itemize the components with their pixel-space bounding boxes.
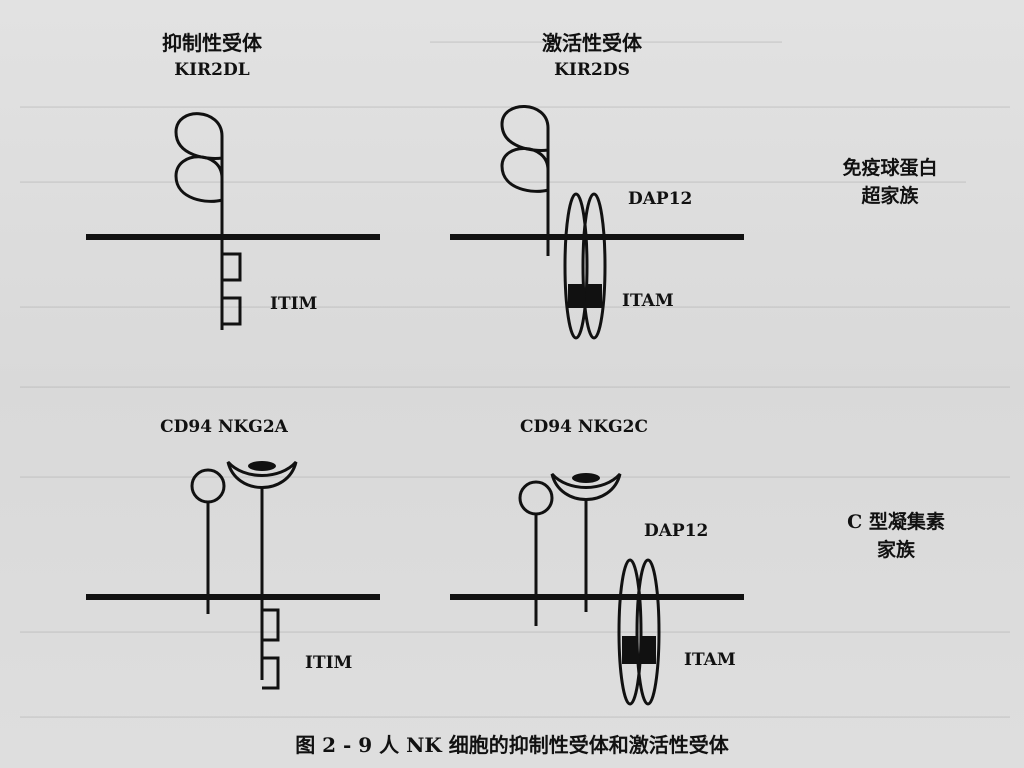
dap12-chain-2 [581,192,607,340]
svg-text:＿＿＿＿＿＿＿＿＿＿＿＿＿＿＿＿＿＿＿＿＿＿＿＿＿＿＿＿＿＿: ＿＿＿＿＿＿＿＿＿＿＿＿＿＿＿＿＿＿＿＿＿＿＿＿＿＿＿＿＿＿＿＿＿＿＿＿＿＿＿＿… [20,611,1010,636]
figure-caption: 图 2 - 9 人 NK 细胞的抑制性受体和激活性受体 [295,733,730,757]
kir2ds-receptor [450,105,744,340]
ig-domain-upper [500,105,550,154]
svg-text:＿＿＿＿＿＿＿＿＿＿＿＿＿＿＿＿＿＿＿＿＿＿＿＿＿＿＿＿＿＿: ＿＿＿＿＿＿＿＿＿＿＿＿＿＿＿＿＿＿＿＿＿＿＿＿＿＿＿＿＿＿＿＿＿＿＿＿＿＿＿＿… [20,696,1010,721]
ig-domain-lower [174,155,224,204]
ctype-family-line1: C 型凝集素 [847,510,945,533]
dap12-chain-1 [617,558,643,706]
itam-box-1 [568,284,584,308]
kir2dl-title: 抑制性受体 [162,31,263,55]
membrane-bottom-left [86,594,380,600]
itam-box-1 [622,636,638,664]
nkg2c-itam-label: ITAM [684,650,736,670]
ig-family-line2: 超家族 [860,184,919,207]
itim-motif-1 [222,252,242,282]
ig-domain-upper [174,112,224,162]
itim-motif-1 [262,608,280,642]
ig-domain-lower [500,147,550,196]
svg-text:＿＿＿＿＿＿＿＿＿＿＿＿＿＿＿＿＿＿＿＿＿＿＿＿＿＿＿＿＿＿: ＿＿＿＿＿＿＿＿＿＿＿＿＿＿＿＿＿＿＿＿＿＿＿＿＿＿＿＿＿＿＿＿＿＿＿＿＿＿＿＿… [20,161,966,186]
dap12-chain-1 [563,192,589,340]
dap12-chain-2 [635,558,661,706]
membrane-bottom-right [450,594,744,600]
nkg2a-lectin-cup [226,460,298,489]
itam-box-2 [640,636,656,664]
nkg2a-name: CD94 NKG2A [160,417,289,437]
svg-text:＿＿＿＿＿＿＿＿＿＿＿＿＿＿＿＿: ＿＿＿＿＿＿＿＿＿＿＿＿＿＿＿＿ [430,21,782,46]
nkg2c-name: CD94 NKG2C [520,417,648,437]
membrane-top-left [86,234,380,240]
itam-box-2 [586,284,602,308]
ctype-family-line2: 家族 [877,538,916,561]
kir2dl-receptor [86,112,380,330]
svg-text:＿＿＿＿＿＿＿＿＿＿＿＿＿＿＿＿＿＿＿＿＿＿＿＿＿＿＿＿＿＿: ＿＿＿＿＿＿＿＿＿＿＿＿＿＿＿＿＿＿＿＿＿＿＿＿＿＿＿＿＿＿＿＿＿＿＿＿＿＿＿＿… [20,286,1010,311]
itim-motif-2 [222,296,242,326]
kir2ds-dap12-label: DAP12 [628,189,692,209]
ligand-site [572,473,600,483]
svg-text:＿＿＿＿＿＿＿＿＿＿＿＿＿＿＿＿＿＿＿＿＿＿＿＿＿＿＿＿＿＿: ＿＿＿＿＿＿＿＿＿＿＿＿＿＿＿＿＿＿＿＿＿＿＿＿＿＿＿＿＿＿＿＿＿＿＿＿＿＿＿＿… [20,456,1010,481]
cd94-head [518,480,554,516]
membrane-top-right [450,234,744,240]
kir2dl-name: KIR2DL [174,60,249,80]
ig-family-line1: 免疫球蛋白 [842,156,937,179]
kir2ds-itam-label: ITAM [622,291,674,311]
nkg2c-receptor [450,472,744,706]
nkg2a-itim-label: ITIM [305,653,353,673]
kir2dl-itim-label: ITIM [270,294,318,314]
kir2ds-name: KIR2DS [554,60,630,80]
nkg2a-receptor [86,460,380,690]
svg-text:＿＿＿＿＿＿＿＿＿＿＿＿＿＿＿＿＿＿＿＿＿＿＿＿＿＿＿＿＿＿: ＿＿＿＿＿＿＿＿＿＿＿＿＿＿＿＿＿＿＿＿＿＿＿＿＿＿＿＿＿＿＿＿＿＿＿＿＿＿＿＿… [20,366,1010,391]
nkg2c-dap12-label: DAP12 [644,521,708,541]
itim-motif-2 [262,656,280,690]
kir2ds-title: 激活性受体 [542,31,643,55]
nkg2c-lectin-cup [550,472,622,501]
bleed-through-text: ＿＿＿＿＿＿＿＿＿＿＿＿＿＿＿＿ ＿＿＿＿＿＿＿＿＿＿＿＿＿＿＿＿＿＿＿＿＿＿＿… [20,21,1010,721]
ligand-site [248,461,276,471]
